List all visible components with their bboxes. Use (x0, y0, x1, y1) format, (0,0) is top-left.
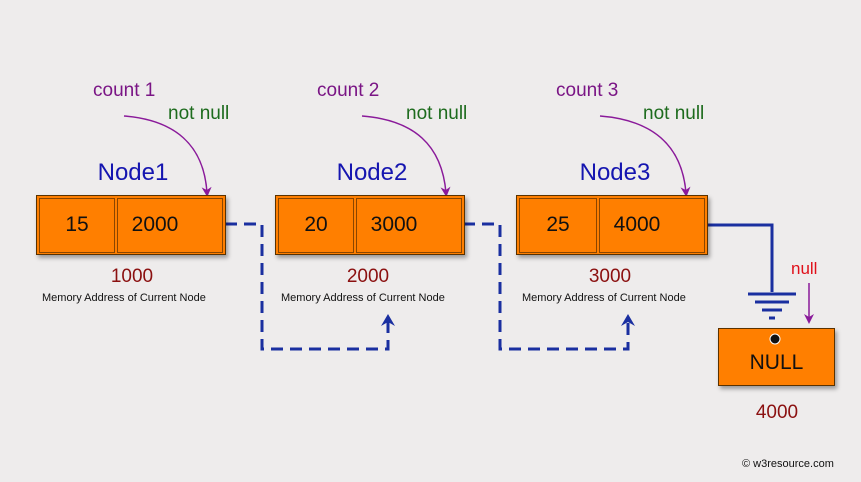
node-3: 25 4000 (516, 195, 708, 255)
count-arrow-2 (361, 115, 451, 197)
pointer-link-3 (686, 223, 774, 292)
node-2: 20 3000 (275, 195, 465, 255)
count-arrow-1 (123, 115, 212, 197)
node-2-data: 20 (278, 197, 354, 253)
node-1-next: 2000 (117, 197, 223, 253)
node-2-next: 3000 (356, 197, 462, 253)
node-1: 15 2000 (36, 195, 226, 255)
node-address-2: 2000 (346, 266, 390, 287)
pointer-link-1 (206, 222, 395, 351)
count-arrow-3 (599, 115, 691, 197)
null-label: null (791, 259, 818, 278)
memory-label-2: Memory Address of Current Node (281, 292, 445, 304)
count-label-2: count 2 (317, 80, 380, 101)
memory-label-1: Memory Address of Current Node (42, 292, 206, 304)
node-address-3: 3000 (588, 266, 632, 287)
pointer-link-2 (444, 222, 635, 351)
count-label-1: count 1 (93, 80, 156, 101)
status-label-2: not null (406, 103, 468, 124)
credit-text: © w3resource.com (742, 458, 834, 470)
null-node-address: 4000 (755, 402, 799, 423)
ground-symbol (748, 292, 796, 320)
node-1-data: 15 (39, 197, 115, 253)
node-3-next: 4000 (599, 197, 705, 253)
node-title-1: Node1 (97, 159, 169, 186)
node-3-data: 25 (519, 197, 597, 253)
status-label-3: not null (643, 103, 705, 124)
memory-label-3: Memory Address of Current Node (522, 292, 686, 304)
null-pointer-dot (769, 333, 781, 345)
status-label-1: not null (168, 103, 230, 124)
node-title-2: Node2 (336, 159, 408, 186)
node-address-1: 1000 (110, 266, 154, 287)
node-title-3: Node3 (579, 159, 651, 186)
null-node-label: NULL (749, 351, 804, 374)
null-node: NULL (718, 328, 835, 386)
count-label-3: count 3 (556, 80, 619, 101)
